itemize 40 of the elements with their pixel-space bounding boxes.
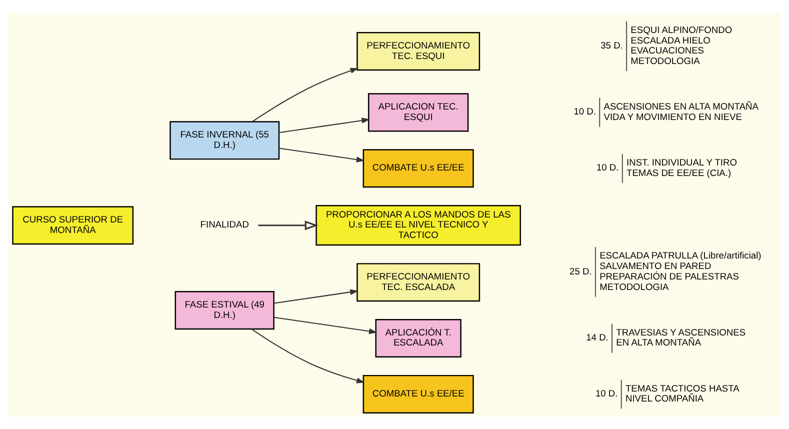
node-box: APLICACIÓN T. ESCALADA	[375, 318, 462, 358]
node-label: ESCALADA HIELO	[630, 34, 710, 45]
node-box: PERFECCIONAMIENTO TEC. ESQUI	[356, 32, 480, 70]
node-label: EVACUACIONES	[630, 45, 704, 56]
arrow	[274, 316, 378, 334]
node-label: 10 D.	[595, 388, 618, 398]
node-label: ASCENSIONES EN ALTA MONTAÑA	[604, 101, 758, 112]
arrow	[274, 288, 358, 304]
arrow	[278, 147, 365, 162]
node-label: TEMAS DE EE/EE (CIA.)	[626, 167, 732, 178]
node-box: PROPORCIONAR A LOS MANDOS DE LAS U.s EE/EE EL NIVEL TECNICO Y TACTICO	[316, 204, 521, 246]
node-label: 14 D.	[586, 332, 608, 342]
node-label: METODOLOGIA	[600, 281, 669, 292]
node-label: TRAVESIAS Y ASCENSIONES	[616, 326, 746, 337]
arrow	[258, 220, 318, 230]
node-box: CURSO SUPERIOR DE MONTAÑA	[12, 206, 134, 244]
node-label: 10 D.	[596, 162, 619, 172]
node-box: PERFECCIONAMIENTO TEC. ESCALADA	[356, 262, 480, 302]
node-label: METODOLOGIA	[630, 55, 700, 66]
node-label: ESQUI ALPINO/FONDO	[630, 24, 732, 34]
node-label: ESCALADA PATRULLA (Libre/artificial)	[600, 250, 762, 260]
arrow	[278, 117, 370, 133]
arrow	[251, 328, 365, 383]
node-label: 10 D.	[574, 106, 596, 116]
node-box: APLICACION TEC. ESQUI	[368, 92, 469, 132]
arrow	[252, 67, 359, 122]
node-label: EN ALTA MONTAÑA	[616, 337, 702, 348]
node-label: VIDA Y MOVIMIENTO EN NIEVE	[604, 111, 742, 122]
node-label: 25 D.	[570, 266, 592, 276]
node-box: COMBATE U.s EE/EE	[362, 374, 474, 413]
node-box: FASE INVERNAL (55 D.H.)	[170, 120, 280, 160]
node-label: INST. INDIVIDUAL Y TIRO	[626, 156, 737, 167]
node-label: NIVEL COMPAÑIA	[626, 393, 704, 404]
node-label: SALVAMENTO EN PARED	[600, 260, 712, 271]
node-text: FINALIDAD	[200, 219, 249, 230]
node-label: PREPARACIÓN DE PALESTRAS	[600, 270, 739, 281]
node-box: COMBATE U.s EE/EE	[362, 148, 474, 188]
node-label: 35 D.	[600, 40, 623, 50]
node-label: TEMAS TACTICOS HASTA	[626, 382, 740, 393]
node-box: FASE ESTIVAL (49 D.H.)	[174, 290, 274, 330]
